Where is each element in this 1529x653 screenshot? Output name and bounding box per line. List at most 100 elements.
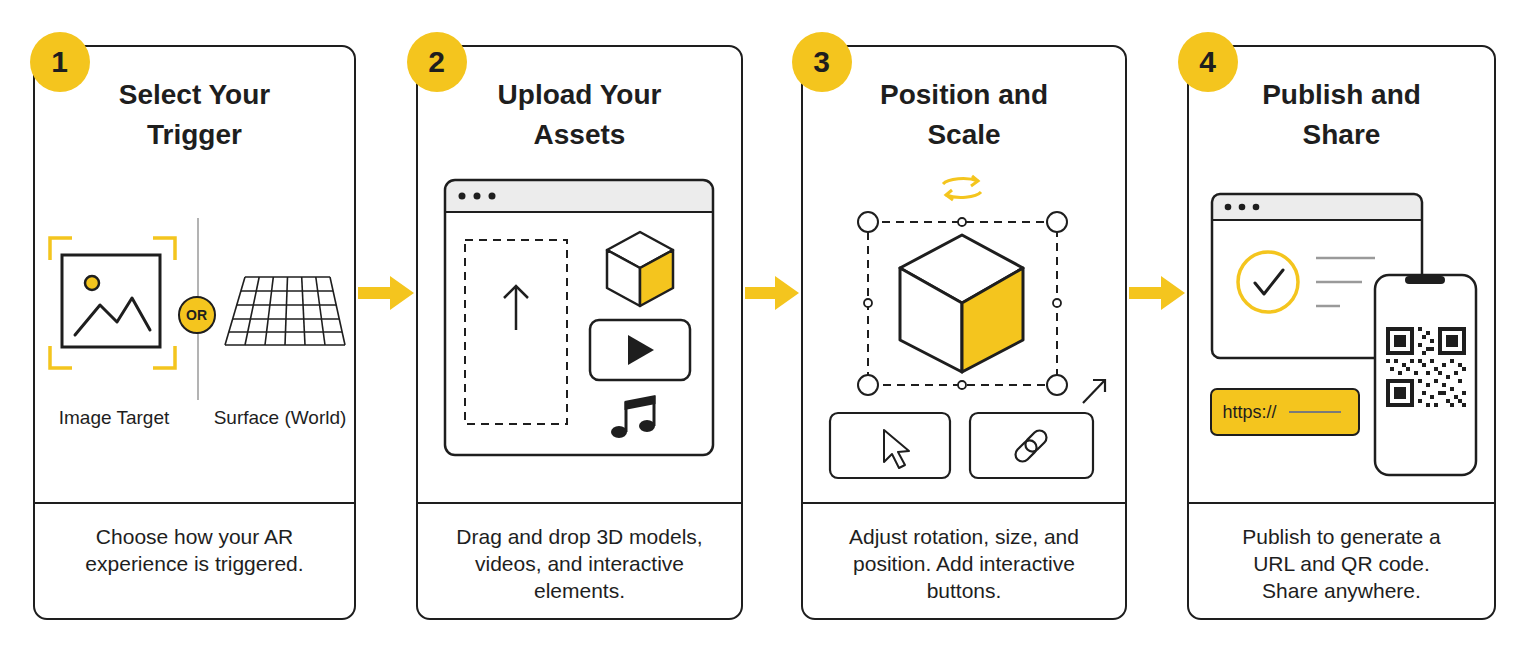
button-icon (830, 413, 950, 478)
cube-right (962, 268, 1023, 372)
step-title: Publish and Share (1227, 75, 1457, 155)
grid-line (265, 277, 273, 345)
arrow-head (390, 276, 414, 310)
card-title-area: Publish and Share (1189, 75, 1494, 155)
window-bar (446, 181, 712, 212)
illustration-label: Image Target (59, 407, 170, 429)
qr-finder (1390, 331, 1410, 351)
step-title: Position and Scale (849, 75, 1079, 155)
music-note-beam (625, 395, 656, 410)
drop-zone (465, 240, 567, 424)
qr-finder (1394, 387, 1406, 399)
url-text: https:// (1223, 402, 1277, 422)
card-description-area: Drag and drop 3D models, videos, and int… (418, 502, 741, 618)
resize-handle (1047, 375, 1067, 395)
card-title-area: Upload Your Assets (418, 75, 741, 155)
qr-finder (1390, 383, 1410, 403)
step-title: Upload Your Assets (465, 75, 695, 155)
grid-line (316, 277, 325, 345)
mountain-icon (75, 298, 150, 335)
mid-handle (864, 299, 872, 307)
arrow-shaft (745, 287, 779, 299)
step-number: 4 (1199, 47, 1216, 77)
step-number-badge: 3 (792, 32, 852, 92)
cursor-icon (884, 430, 909, 468)
qr-finder (1386, 379, 1414, 407)
phone-notch (1405, 276, 1445, 284)
cube-right (640, 250, 673, 306)
arrow-shaft (358, 287, 394, 299)
link-ring (1023, 428, 1050, 455)
window-bar (1213, 195, 1421, 220)
grid-line (245, 277, 259, 345)
grid-line (302, 277, 305, 345)
or-text: OR (186, 308, 207, 322)
qr-finder (1386, 327, 1414, 355)
play-icon (628, 335, 654, 365)
step-number-badge: 1 (30, 32, 90, 92)
scale-arrow (1083, 380, 1105, 403)
step-description: Choose how your AR experience is trigger… (65, 523, 325, 577)
window-bar-line (446, 211, 712, 213)
cube-left (607, 250, 640, 306)
arrow-head (1161, 276, 1185, 310)
resize-handle (1047, 212, 1067, 232)
resize-handle (858, 375, 878, 395)
grid-line (285, 277, 288, 345)
browser-window (445, 180, 713, 455)
upload-arrow (515, 286, 518, 330)
rotate-icon (946, 192, 981, 197)
card-title-area: Select Your Trigger (35, 75, 354, 155)
video-icon (590, 320, 690, 380)
flow-arrow (745, 276, 799, 310)
card-description-area: Publish to generate a URL and QR code. S… (1189, 502, 1494, 618)
url-field: https:// (1210, 388, 1360, 436)
step-title: Select Your Trigger (80, 75, 310, 155)
check-mark (1255, 270, 1283, 294)
step-number: 1 (51, 47, 68, 77)
window-dot (489, 193, 496, 200)
flow-arrow (358, 276, 414, 310)
step-card: Select Your TriggerChoose how your AR ex… (33, 45, 356, 620)
picture-frame (62, 255, 160, 347)
arrow-head (775, 276, 799, 310)
qr-code (1386, 327, 1466, 407)
window-dot (474, 193, 481, 200)
mid-handle (958, 381, 966, 389)
upload-arrow-head (504, 286, 528, 298)
step-number-badge: 4 (1178, 32, 1238, 92)
mid-handle (958, 218, 966, 226)
url-placeholder-line (1289, 411, 1341, 413)
grid-line (330, 277, 345, 345)
arrow-shaft (1129, 287, 1165, 299)
phone-icon (1375, 275, 1476, 475)
step-description: Drag and drop 3D models, videos, and int… (449, 523, 711, 604)
step-description: Publish to generate a URL and QR code. S… (1226, 523, 1458, 604)
cube-left (900, 268, 962, 372)
text-line (1316, 257, 1375, 260)
step-card: Upload Your AssetsDrag and drop 3D model… (416, 45, 743, 620)
flow-arrow (1129, 276, 1185, 310)
text-line (1316, 305, 1340, 308)
window-dot (459, 193, 466, 200)
window-dot (1253, 204, 1260, 211)
selection-box (868, 222, 1057, 385)
step-card: Position and ScaleAdjust rotation, size,… (801, 45, 1127, 620)
illustration-label: Surface (World) (214, 407, 347, 429)
step-number: 2 (428, 47, 445, 77)
resize-handle (858, 212, 878, 232)
button-icon (970, 413, 1093, 478)
step-number-badge: 2 (407, 32, 467, 92)
check-circle (1238, 252, 1298, 312)
card-description-area: Choose how your AR experience is trigger… (35, 502, 354, 618)
qr-finder (1446, 335, 1458, 347)
window-bar-line (1213, 219, 1421, 221)
text-line (1316, 281, 1362, 284)
window-dot (1225, 204, 1232, 211)
target-bracket (50, 238, 175, 368)
grid-line (225, 277, 245, 345)
step-number: 3 (813, 47, 830, 77)
step-card: Publish and SharePublish to generate a U… (1187, 45, 1496, 620)
